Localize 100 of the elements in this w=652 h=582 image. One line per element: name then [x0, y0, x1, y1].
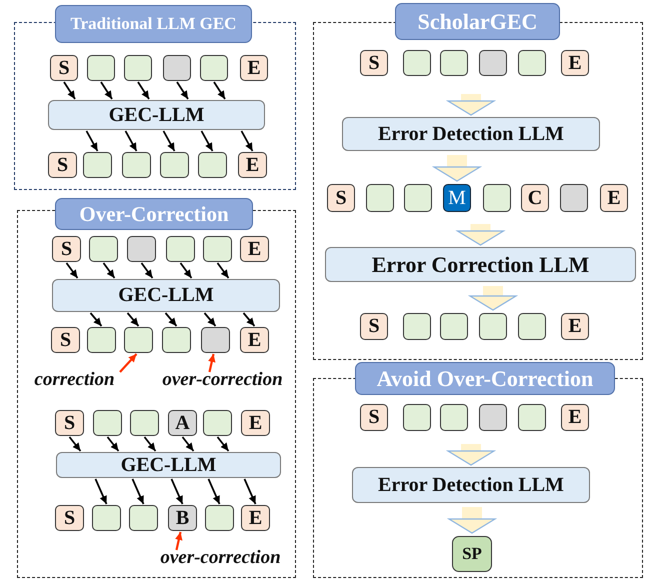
block-arrow	[456, 224, 504, 246]
arrow	[94, 478, 108, 504]
token-box	[122, 152, 151, 178]
token-box	[200, 55, 228, 81]
arrow	[216, 436, 230, 452]
token-box	[205, 505, 234, 531]
token-box	[92, 505, 121, 531]
token-box	[87, 327, 116, 353]
token-box: M	[443, 184, 471, 212]
arrow	[137, 82, 150, 100]
token-box: E	[561, 50, 589, 76]
token-box	[87, 55, 115, 81]
arrow	[164, 312, 178, 327]
dashed-panel	[17, 198, 296, 578]
arrow	[119, 353, 138, 373]
token-box	[127, 236, 156, 262]
token-box	[403, 50, 431, 76]
block-arrow	[448, 507, 496, 534]
arrow	[242, 312, 256, 327]
panel-title: ScholarGEC	[395, 3, 560, 40]
token-box	[203, 410, 232, 436]
token-box: E	[561, 404, 589, 431]
token-box	[203, 236, 232, 262]
token-box	[479, 313, 507, 340]
token-box: S	[360, 404, 388, 431]
block-arrow	[447, 444, 495, 466]
block-arrow	[469, 286, 517, 311]
token-box	[163, 55, 191, 81]
dashed-panel	[14, 5, 296, 190]
arrow	[216, 262, 230, 279]
token-box: E	[240, 236, 269, 262]
token-box	[93, 410, 122, 436]
token-box	[403, 313, 431, 340]
arrow	[100, 82, 113, 100]
token-box: S	[327, 184, 355, 212]
arrow	[66, 262, 78, 279]
token-box	[560, 184, 588, 212]
token-box	[440, 404, 468, 431]
model-box: GEC-LLM	[56, 452, 281, 478]
token-box	[366, 184, 394, 212]
token-box	[89, 236, 118, 262]
token-box: A	[168, 410, 197, 436]
arrow	[244, 478, 256, 504]
annotation-label: over-correction	[150, 369, 295, 391]
arrow	[182, 436, 194, 452]
token-box	[403, 404, 431, 431]
arrow	[208, 478, 220, 504]
token-box: C	[521, 184, 549, 212]
arrow	[124, 130, 138, 152]
panel-title: Avoid Over-Correction	[355, 362, 615, 395]
token-box	[162, 327, 191, 353]
token-box: S	[50, 55, 78, 81]
arrow	[240, 130, 254, 152]
arrow	[86, 130, 98, 152]
token-box: E	[240, 55, 268, 81]
arrow	[170, 478, 184, 504]
arrow	[200, 130, 214, 152]
token-box	[440, 50, 468, 76]
panel-title: Over-Correction	[55, 198, 253, 230]
token-box: SP	[452, 536, 492, 572]
token-box	[201, 327, 230, 353]
panel-title: Traditional LLM GEC	[55, 5, 252, 43]
token-box: E	[600, 184, 628, 212]
token-box	[124, 55, 152, 81]
token-box: S	[52, 236, 81, 262]
arrow	[208, 354, 216, 372]
model-box: GEC-LLM	[52, 279, 280, 312]
arrow	[176, 82, 189, 100]
token-box	[479, 404, 507, 431]
token-box: E	[241, 410, 270, 436]
token-box: E	[240, 327, 269, 353]
token-box	[440, 313, 468, 340]
arrow	[90, 312, 102, 327]
token-box: S	[51, 327, 80, 353]
token-box	[83, 152, 112, 178]
arrow	[144, 436, 156, 452]
token-box: E	[238, 152, 267, 178]
token-box	[479, 50, 507, 76]
token-box: E	[241, 505, 270, 531]
annotation-label: over-correction	[148, 547, 293, 569]
token-box	[166, 236, 195, 262]
token-box	[404, 184, 432, 212]
token-box	[518, 313, 546, 340]
token-box	[124, 327, 153, 353]
token-box	[483, 184, 511, 212]
token-box: S	[360, 50, 388, 76]
token-box	[130, 410, 159, 436]
arrow	[63, 82, 76, 100]
arrow	[204, 312, 216, 327]
dashed-panel	[313, 362, 643, 578]
arrow	[102, 262, 116, 279]
token-box	[198, 152, 227, 178]
token-box	[518, 404, 546, 431]
model-box: Error Detection LLM	[342, 117, 600, 151]
token-box: E	[561, 313, 589, 340]
model-box: Error Detection LLM	[352, 467, 590, 503]
block-arrow	[433, 155, 481, 182]
token-box	[129, 505, 158, 531]
token-box: S	[360, 313, 388, 340]
block-arrow	[447, 94, 495, 116]
